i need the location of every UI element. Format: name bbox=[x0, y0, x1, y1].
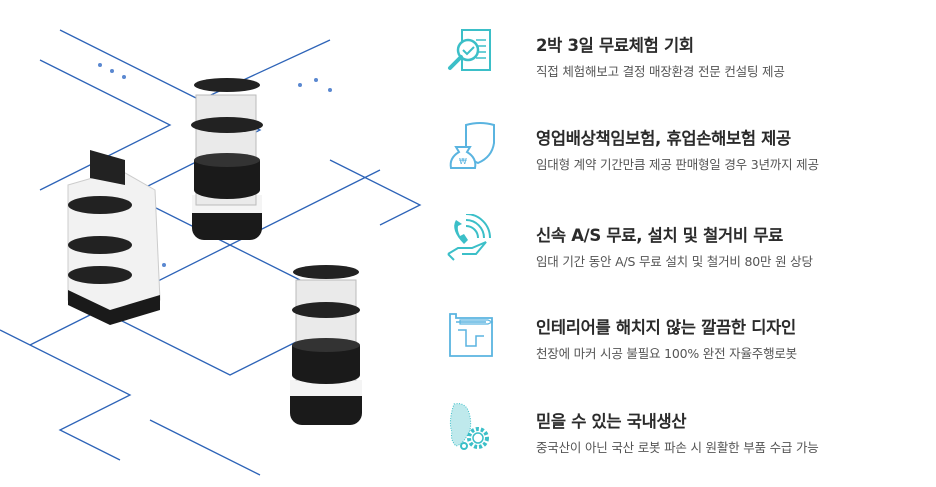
blueprint-icon bbox=[449, 313, 494, 357]
feature-clean-design: 인테리어를 해치지 않는 깔끔한 디자인 천장에 마커 시공 불필요 100% … bbox=[440, 313, 936, 384]
robot-right bbox=[290, 265, 362, 425]
feature-title: 신속 A/S 무료, 설치 및 철거비 무료 bbox=[536, 226, 783, 245]
feature-subtitle: 천장에 마커 시공 불필요 100% 완전 자율주행로봇 bbox=[536, 346, 797, 361]
feature-free-as: 신속 A/S 무료, 설치 및 철거비 무료 임대 기간 동안 A/S 무료 설… bbox=[440, 214, 936, 292]
feature-subtitle: 임대형 계약 기간만큼 제공 판매형일 경우 3년까지 제공 bbox=[536, 157, 819, 172]
serving-robots-illustration bbox=[0, 0, 440, 483]
feature-insurance: ₩ 영업배상책임보험, 휴업손해보험 제공 임대형 계약 기간만큼 제공 판매형… bbox=[440, 122, 936, 195]
robot-left bbox=[67, 150, 161, 325]
feature-title: 인테리어를 해치지 않는 깔끔한 디자인 bbox=[536, 318, 796, 337]
shield-moneybag-icon: ₩ bbox=[449, 122, 495, 169]
clipboard-magnifier-icon bbox=[448, 29, 491, 71]
phone-hand-icon bbox=[447, 214, 491, 261]
feature-list: 2박 3일 무료체험 기회 직접 체험해보고 결정 매장환경 전문 컨설팅 제공… bbox=[440, 0, 936, 483]
feature-subtitle: 중국산이 아닌 국산 로봇 파손 시 원활한 부품 수급 가능 bbox=[536, 440, 819, 455]
feature-title: 2박 3일 무료체험 기회 bbox=[536, 36, 694, 55]
robot-middle bbox=[191, 78, 263, 240]
feature-subtitle: 임대 기간 동안 A/S 무료 설치 및 철거비 80만 원 상당 bbox=[536, 254, 813, 269]
feature-domestic-production: 믿을 수 있는 국내생산 중국산이 아닌 국산 로봇 파손 시 원활한 부품 수… bbox=[440, 403, 936, 478]
feature-title: 믿을 수 있는 국내생산 bbox=[536, 412, 687, 431]
svg-text:₩: ₩ bbox=[459, 157, 467, 166]
feature-title: 영업배상책임보험, 휴업손해보험 제공 bbox=[536, 129, 791, 148]
feature-free-trial: 2박 3일 무료체험 기회 직접 체험해보고 결정 매장환경 전문 컨설팅 제공 bbox=[440, 29, 936, 102]
feature-subtitle: 직접 체험해보고 결정 매장환경 전문 컨설팅 제공 bbox=[536, 64, 785, 79]
korea-map-gear-icon bbox=[449, 403, 489, 450]
